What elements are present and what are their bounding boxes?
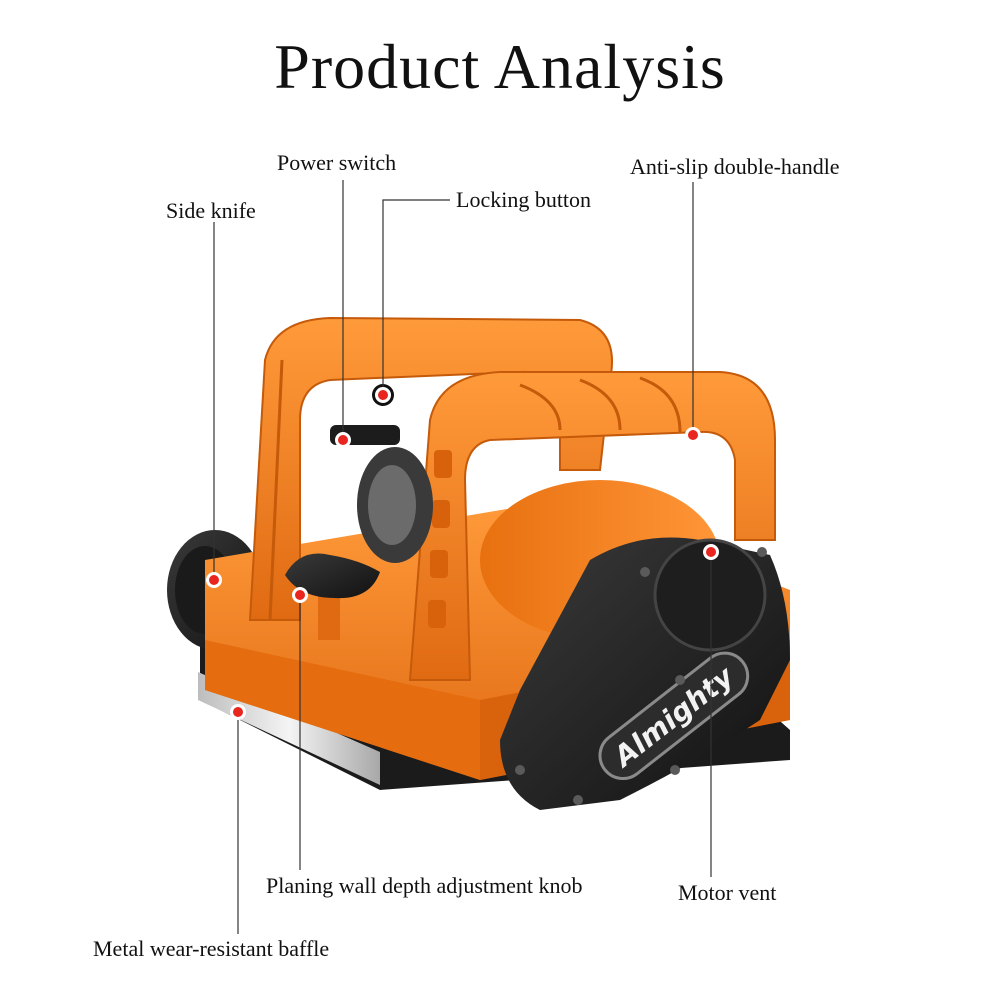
markers bbox=[206, 387, 719, 720]
marker-locking-button bbox=[375, 387, 391, 403]
gear-wheel bbox=[357, 447, 433, 563]
marker-side-knife bbox=[206, 572, 222, 588]
marker-depth-knob bbox=[292, 587, 308, 603]
marker-power-switch bbox=[335, 432, 351, 448]
marker-anti-slip-handle bbox=[685, 427, 701, 443]
leader-locking-button bbox=[382, 199, 450, 395]
label-side-knife: Side knife bbox=[166, 198, 256, 223]
label-anti-slip-handle: Anti-slip double-handle bbox=[630, 154, 840, 179]
depth-knob bbox=[285, 553, 380, 640]
marker-metal-baffle bbox=[230, 704, 246, 720]
label-power-switch: Power switch bbox=[277, 150, 397, 175]
front-handle bbox=[408, 371, 776, 681]
label-locking-button: Locking button bbox=[456, 187, 592, 212]
label-motor-vent: Motor vent bbox=[678, 880, 777, 905]
side-housing: Almighty bbox=[500, 537, 790, 810]
label-depth-knob: Planing wall depth adjustment knob bbox=[266, 873, 583, 898]
label-metal-baffle: Metal wear-resistant baffle bbox=[93, 936, 330, 961]
leader-lines bbox=[213, 180, 712, 934]
marker-motor-vent bbox=[703, 544, 719, 560]
page-title: Product Analysis bbox=[274, 31, 726, 102]
